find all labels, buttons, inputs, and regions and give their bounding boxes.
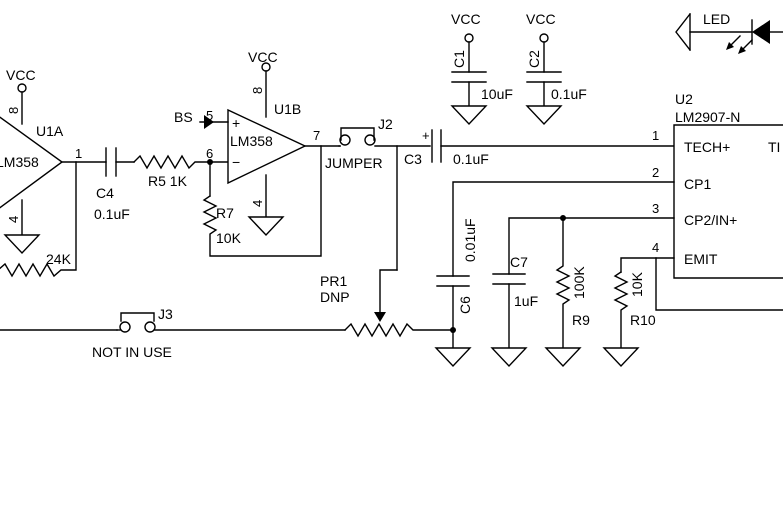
vcc-c1-label: VCC: [451, 11, 481, 27]
ground-icon: [450, 105, 488, 126]
r7-resistor: [202, 145, 322, 257]
pr1-potentiometer: [344, 322, 454, 338]
c2-ref: C2: [526, 50, 542, 68]
c6-value: 0.01uF: [462, 218, 478, 262]
ground-icon: [544, 347, 582, 368]
u1b-pin6: 6: [206, 146, 213, 161]
j3-label: NOT IN USE: [92, 344, 172, 360]
c3-plus: +: [422, 128, 430, 143]
c2-value: 0.1uF: [551, 86, 587, 102]
r-feedback-value: 24K: [46, 251, 72, 267]
r5-resistor: [133, 154, 229, 170]
ground-icon: [247, 216, 285, 237]
u1b-pin5: 5: [206, 108, 213, 123]
u1b-opamp: [227, 108, 307, 185]
c4-ref: C4: [96, 185, 114, 201]
bs-label: BS: [174, 109, 193, 125]
led-diode-icon: [752, 20, 770, 44]
u2-ref: U2: [675, 91, 693, 107]
ground-icon: [3, 234, 41, 255]
c4-value: 0.1uF: [94, 206, 130, 222]
r7-ref: R7: [216, 205, 234, 221]
j3-ref: J3: [158, 306, 173, 322]
u1a-part: LM358: [0, 154, 39, 170]
ground-icon: [490, 347, 528, 368]
j2-jumper: [339, 134, 351, 146]
ground-icon: [602, 347, 640, 368]
pr1-ref: PR1: [320, 273, 347, 289]
c7-ref: C7: [510, 254, 528, 270]
u2-cp2-pin: CP2/IN+: [684, 212, 737, 228]
r9-value: 100K: [571, 266, 587, 299]
u2-pin2: 2: [652, 165, 659, 180]
r5-label: R5 1K: [148, 173, 188, 189]
u2-cut-label: TI: [768, 139, 780, 155]
u1a-pin1: 1: [75, 146, 82, 161]
u1b-minus: −: [232, 154, 240, 170]
vcc-u1b-label: VCC: [248, 49, 278, 65]
u1a-opamp: [0, 116, 64, 209]
u2-ic: [673, 124, 783, 279]
j2-label: JUMPER: [325, 155, 383, 171]
u1b-pin4: 4: [250, 200, 265, 207]
u2-emit-pin: EMIT: [684, 251, 718, 267]
r9-resistor: [555, 217, 571, 349]
u1b-ref: U1B: [274, 101, 301, 117]
u2-pin1: 1: [652, 128, 659, 143]
c1-value: 10uF: [481, 86, 513, 102]
u2-pin4: 4: [652, 240, 659, 255]
u1a-pin4: 4: [6, 216, 21, 223]
c6-ref: C6: [457, 296, 473, 314]
c7-value: 1uF: [514, 293, 538, 309]
u1b-pin7: 7: [313, 128, 320, 143]
u2-pin3: 3: [652, 201, 659, 216]
pr1-value: DNP: [320, 289, 350, 305]
r9-ref: R9: [572, 312, 590, 328]
arrow-right-icon: [204, 115, 214, 129]
j3-jumper: [119, 321, 131, 333]
vcc-c2-label: VCC: [526, 11, 556, 27]
c1-ref: C1: [451, 50, 467, 68]
vcc-u1a-label: VCC: [6, 67, 36, 83]
u2-part: LM2907-N: [675, 109, 740, 125]
r7-value: 10K: [216, 230, 242, 246]
u2-cp1-pin: CP1: [684, 176, 711, 192]
c3-value: 0.1uF: [453, 151, 489, 167]
u1b-pin8: 8: [250, 87, 265, 94]
u1a-ref: U1A: [36, 123, 64, 139]
ground-icon: [434, 347, 472, 368]
r10-resistor: [613, 271, 629, 349]
led-label: LED: [703, 11, 730, 27]
c3-ref: C3: [404, 151, 422, 167]
u1b-part: LM358: [230, 133, 273, 149]
r10-ref: R10: [630, 312, 656, 328]
j2-ref: J2: [378, 116, 393, 132]
c4-capacitor: [105, 147, 117, 177]
u2-tech-pin: TECH+: [684, 139, 730, 155]
ground-icon: [525, 105, 563, 126]
r10-value: 10K: [629, 271, 645, 297]
u1b-plus: +: [232, 115, 240, 131]
u1a-pin8: 8: [6, 107, 21, 114]
